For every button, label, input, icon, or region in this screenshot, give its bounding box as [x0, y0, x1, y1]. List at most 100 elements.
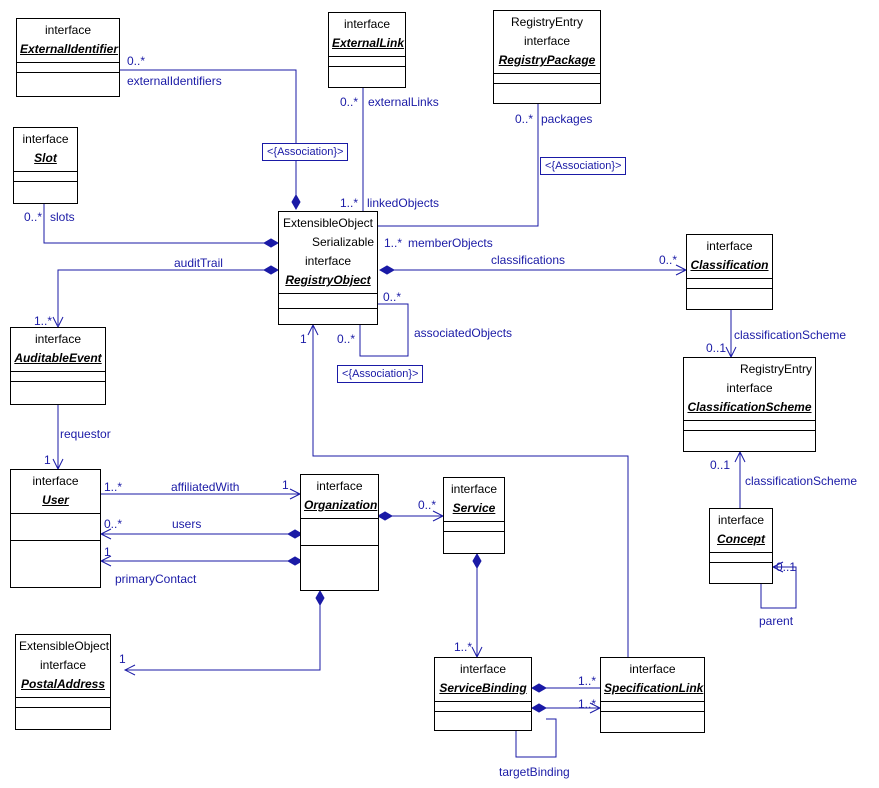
diamond-org-postal [315, 589, 325, 607]
line-concept-parent [760, 566, 797, 609]
line-org-postal [125, 605, 321, 671]
role-label: slots [50, 210, 75, 224]
class-service[interactable]: interface Service [443, 477, 505, 554]
stereotype: interface [32, 474, 79, 488]
attributes-compartment [687, 279, 772, 289]
class-name: Classification [690, 258, 769, 272]
arrow-scheme-2 [734, 450, 746, 463]
class-postal-address[interactable]: ExtensibleObject interface PostalAddress [15, 634, 111, 730]
line-slots [43, 204, 266, 244]
role-label: primaryContact [115, 572, 197, 586]
class-external-link[interactable]: interface ExternalLink [328, 12, 406, 88]
class-name: AuditableEvent [14, 351, 102, 365]
multiplicity-label: 0..* [127, 54, 146, 68]
class-name: ClassificationScheme [687, 400, 812, 414]
multiplicity-label: 0..* [659, 253, 678, 267]
stereotype: interface [34, 332, 82, 346]
class-name: Concept [717, 532, 765, 546]
attributes-compartment [601, 702, 704, 712]
diamond-slots [262, 238, 280, 248]
arrow-postal [123, 664, 136, 676]
class-registry-package[interactable]: RegistryEntry interface RegistryPackage [493, 10, 601, 104]
attributes-compartment [279, 294, 377, 309]
multiplicity-label: 1..* [34, 314, 53, 328]
line-audit-trail [57, 269, 264, 325]
class-user[interactable]: interface User [10, 469, 101, 588]
multiplicity-label: 0..* [337, 332, 356, 346]
stereotype: interface [706, 239, 753, 253]
role-label: classifications [491, 253, 566, 267]
diamond-binding-spec-2 [530, 703, 548, 713]
class-name: User [42, 493, 69, 507]
stereotype: interface [450, 482, 498, 496]
class-classification-scheme[interactable]: RegistryEntry interface ClassificationSc… [683, 357, 816, 452]
multiplicity-label: 0..* [340, 95, 359, 109]
attributes-compartment [17, 63, 119, 73]
multiplicity-label: 1..* [454, 640, 473, 654]
multiplicity-label: 0..1 [706, 341, 727, 355]
multiplicity-label: 0..* [418, 498, 437, 512]
arrow-registry-object [307, 323, 319, 336]
class-specification-link[interactable]: interface SpecificationLink [600, 657, 705, 733]
line-external-identifiers [120, 69, 297, 195]
class-name: ExternalLink [332, 36, 405, 50]
multiplicity-label: 1..* [340, 196, 359, 210]
stereotype: ExtensibleObject [282, 216, 374, 230]
class-name: PostalAddress [20, 677, 106, 691]
multiplicity-label: 1 [104, 545, 111, 559]
stereotype: interface [523, 34, 571, 48]
multiplicity-label: 1..* [578, 674, 597, 688]
class-organization[interactable]: interface Organization [300, 474, 379, 591]
multiplicity-label: 1 [44, 453, 51, 467]
attributes-compartment [11, 372, 105, 382]
attributes-compartment [14, 172, 77, 182]
attributes-compartment [710, 553, 772, 563]
class-name: RegistryObject [285, 273, 371, 287]
multiplicity-label: 1..* [578, 697, 597, 711]
diamond-classifications [378, 265, 396, 275]
attributes-compartment [444, 522, 504, 532]
stereotype: interface [717, 513, 765, 527]
association-stereotype: <{Association}> [337, 365, 424, 383]
diamond-binding-spec-1 [530, 683, 548, 693]
arrow-parent [771, 561, 784, 573]
role-label: auditTrail [174, 256, 223, 270]
attributes-compartment [11, 514, 100, 541]
multiplicity-label: 0..* [24, 210, 43, 224]
class-registry-object[interactable]: ExtensibleObject Serializable interface … [278, 211, 378, 325]
class-classification[interactable]: interface Classification [686, 234, 773, 310]
class-service-binding[interactable]: interface ServiceBinding [434, 657, 532, 731]
line-associated-objects [359, 303, 409, 357]
attributes-compartment [435, 702, 531, 712]
attributes-compartment [494, 74, 600, 84]
class-concept[interactable]: interface Concept [709, 508, 773, 584]
multiplicity-label: 0..1 [710, 458, 731, 472]
class-name: ServiceBinding [439, 681, 527, 695]
class-auditable-event[interactable]: interface AuditableEvent [10, 327, 106, 405]
attributes-compartment [16, 698, 110, 708]
attributes-compartment [684, 421, 815, 431]
stereotype: interface [726, 381, 773, 395]
class-name: SpecificationLink [604, 681, 704, 695]
role-label: externalLinks [368, 95, 439, 109]
multiplicity-label: 1..* [384, 236, 403, 250]
stereotype: interface [22, 132, 69, 146]
stereotype: interface [343, 17, 391, 31]
multiplicity-label: 0..* [515, 112, 534, 126]
stereotype: interface [44, 23, 92, 37]
stereotype: interface [459, 662, 507, 676]
stereotype: interface [304, 254, 352, 268]
class-slot[interactable]: interface Slot [13, 127, 78, 204]
multiplicity-label: 1..* [104, 480, 123, 494]
multiplicity-label: 0..* [383, 290, 402, 304]
association-stereotype: <{Association}> [540, 157, 627, 175]
role-label: externalIdentifiers [127, 74, 222, 88]
stereotype: interface [629, 662, 676, 676]
class-name: RegistryPackage [498, 53, 596, 67]
role-label: targetBinding [499, 765, 570, 779]
role-label: users [172, 517, 202, 531]
class-external-identifier[interactable]: interface ExternalIdentifier [16, 18, 120, 97]
association-stereotype: <{Association}> [262, 143, 349, 161]
attributes-compartment [329, 57, 405, 67]
